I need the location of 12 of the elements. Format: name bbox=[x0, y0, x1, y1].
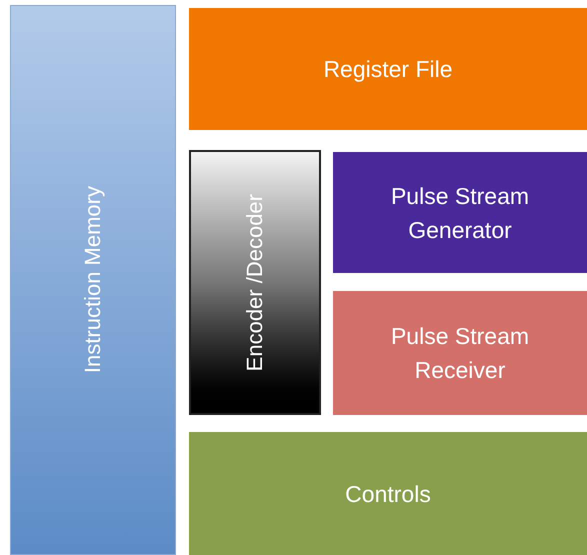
block-label: Pulse Stream Receiver bbox=[390, 322, 530, 385]
block-label: Register File bbox=[323, 55, 453, 84]
block-label: Pulse Stream Generator bbox=[390, 182, 530, 244]
block-box bbox=[10, 5, 176, 555]
block-box bbox=[189, 432, 587, 555]
block-label: Encoder /Decoder bbox=[241, 194, 268, 372]
block-label: Controls bbox=[345, 480, 431, 508]
block-box bbox=[189, 8, 587, 130]
block-box bbox=[333, 152, 587, 273]
block-box bbox=[189, 150, 321, 415]
block-box bbox=[333, 291, 587, 415]
block-label: Instruction Memory bbox=[79, 186, 106, 374]
